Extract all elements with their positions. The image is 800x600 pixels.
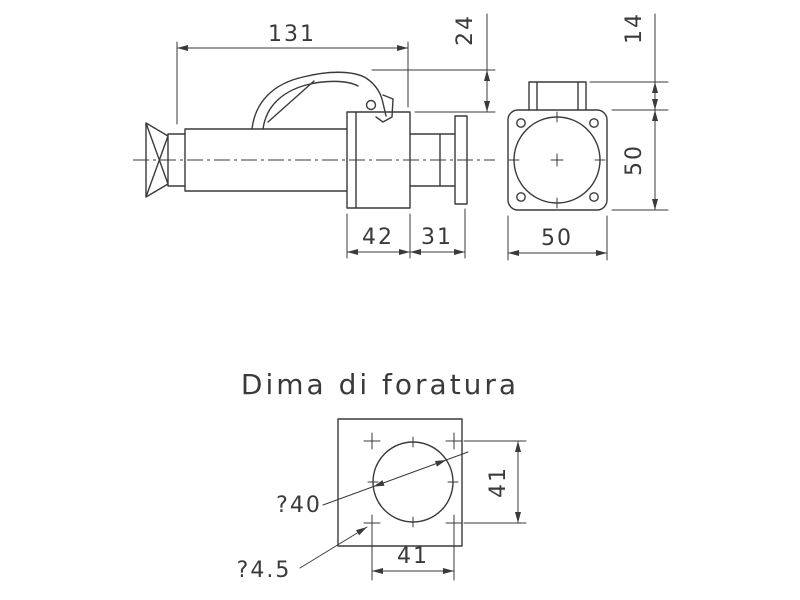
- arrow: [652, 99, 658, 110]
- dim-label-42: 42: [362, 225, 394, 250]
- dimensions: 131 24 42 31 14: [176, 12, 669, 583]
- arrow: [454, 249, 465, 255]
- drill-template: Dima di foratura: [241, 368, 519, 547]
- front-view: [507, 81, 608, 211]
- dim-rear-width: 31: [409, 208, 466, 259]
- arrow: [410, 249, 421, 255]
- arrow: [443, 568, 454, 574]
- arrow: [652, 110, 658, 121]
- arrow: [515, 441, 521, 452]
- dim-label-d45: ?4.5: [237, 558, 292, 583]
- dim-label-24: 24: [453, 14, 478, 46]
- dim-label-31: 31: [421, 225, 453, 250]
- dim-hole-spacing-h: 41: [371, 530, 455, 581]
- arrow: [399, 249, 410, 255]
- screw-hole: [589, 118, 599, 128]
- arrow: [397, 45, 408, 51]
- body-outline: [184, 128, 348, 192]
- arrow: [652, 199, 658, 210]
- dim-tab-height: 14: [589, 12, 669, 111]
- arrow: [372, 568, 383, 574]
- side-view: [133, 71, 495, 209]
- screw-hole: [516, 192, 526, 202]
- dim-label-41-v: 41: [486, 466, 511, 498]
- leader-face-diameter: ?40: [276, 451, 469, 518]
- dim-hole-spacing-v: 41: [463, 440, 527, 524]
- dim-label-41-h: 41: [397, 544, 429, 569]
- top-tab-outline: [528, 81, 587, 111]
- arrow: [484, 101, 490, 112]
- dim-overall-length: 131: [176, 22, 409, 125]
- dim-label-131: 131: [268, 22, 316, 47]
- arrow: [373, 480, 385, 487]
- leader-screw-diameter: ?4.5: [237, 526, 368, 583]
- hinge-pivot: [365, 99, 377, 111]
- dim-flange-height: 50: [611, 109, 669, 211]
- arrow: [652, 82, 658, 93]
- drill-cross-marks: [363, 432, 463, 532]
- dim-cap-height: 24: [371, 13, 496, 113]
- flange-square: [507, 109, 608, 211]
- dim-label-14: 14: [622, 12, 647, 44]
- arrow: [508, 250, 519, 256]
- arrow: [515, 512, 521, 523]
- screw-hole: [589, 192, 599, 202]
- template-ticks: [367, 436, 459, 528]
- arrow: [356, 527, 367, 536]
- template-title: Dima di foratura: [241, 368, 519, 401]
- cable-gland-outline: [145, 122, 186, 198]
- arrow: [177, 45, 188, 51]
- dim-label-50-h: 50: [541, 226, 573, 251]
- arrow: [596, 250, 607, 256]
- arrow: [484, 70, 490, 81]
- dim-label-50-v: 50: [622, 144, 647, 176]
- dim-label-d40: ?40: [276, 493, 322, 518]
- latch-outline: [375, 94, 394, 123]
- center-ticks: [508, 111, 606, 209]
- arrow: [435, 460, 447, 467]
- screw-hole: [516, 118, 526, 128]
- dim-flange-width: 50: [507, 215, 608, 261]
- ring-outline: [346, 111, 411, 209]
- rear-flange-outline: [409, 115, 468, 205]
- lid-outline: [251, 71, 387, 130]
- template-square: [337, 418, 463, 547]
- arrow: [347, 249, 358, 255]
- dim-ring-width: 42: [346, 213, 411, 259]
